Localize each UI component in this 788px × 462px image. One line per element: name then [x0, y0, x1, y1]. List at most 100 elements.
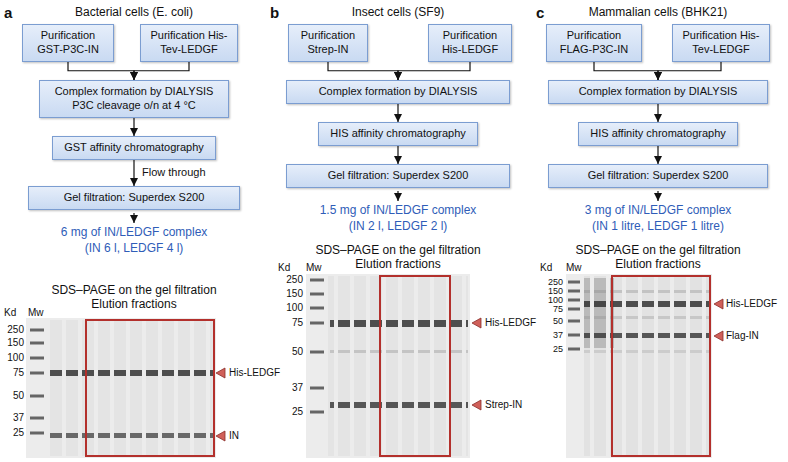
marker-size: 75: [553, 305, 563, 314]
box-text: Complex formation by DIALYSIS: [293, 85, 503, 99]
flow-arrow: [594, 62, 658, 81]
marker-size: 100: [548, 296, 563, 305]
process-box: GST affinity chromatography: [52, 136, 216, 160]
box-text: Purification Strep-IN: [295, 29, 361, 57]
flow-arrow: [658, 62, 721, 81]
box-text: Purification His-LEDGF: [435, 29, 505, 57]
process-box: HIS affinity chromatography: [578, 122, 738, 146]
flow-arrow: [133, 160, 134, 186]
box-text: Gel filtration: Superdex S200: [555, 169, 761, 183]
gel-image: [306, 274, 481, 458]
flow-arrow: [398, 62, 470, 81]
selection-box: [612, 276, 710, 456]
process-box: Complex formation by DIALYSIS: [286, 80, 510, 104]
yield-text: (IN 6 l, LEDGF 4 l): [85, 242, 184, 254]
gel-title: Elution fractions: [355, 258, 440, 270]
lane-header: Mw: [28, 308, 44, 318]
panel-letter: a: [4, 5, 12, 20]
flow-arrow: [397, 104, 398, 122]
panel-letter: c: [536, 5, 544, 20]
gel-image: [26, 318, 225, 458]
marker-size: 25: [292, 407, 303, 417]
flow-arrow: [68, 62, 134, 81]
yield-arrow: [397, 191, 398, 201]
box-text: Purification GST-P3C-IN: [29, 29, 107, 57]
flow-arrow: [134, 62, 189, 81]
axis-unit: Kd: [540, 263, 552, 273]
panel-heading: Insect cells (SF9): [352, 6, 445, 18]
flow-arrow: [133, 118, 134, 137]
box-text: Purification His-Tev-LEDGF: [679, 29, 763, 57]
selection-box: [86, 320, 214, 456]
marker-size: 75: [292, 318, 303, 328]
flow-arrow: [397, 146, 398, 164]
flow-arrow: [328, 62, 398, 81]
yield-arrow: [657, 191, 658, 201]
box-text: HIS affinity chromatography: [325, 127, 471, 141]
lane-header: Mw: [306, 263, 322, 273]
marker-size: 25: [553, 345, 563, 354]
yield-text: 1.5 mg of IN/LEDGF complex: [320, 204, 477, 216]
band-arrowhead: [714, 299, 723, 309]
process-box: Purification His-LEDGF: [428, 24, 512, 62]
process-box: Complex formation by DIALYSIS P3C cleava…: [39, 80, 229, 118]
gel-title: SDS–PAGE on the gel filtration: [575, 244, 740, 256]
marker-size: 250: [286, 275, 303, 285]
marker-size: 50: [553, 317, 563, 326]
gel-image: [566, 274, 723, 458]
process-box: Purification Strep-IN: [288, 24, 368, 62]
gel-title: Elution fractions: [615, 258, 700, 270]
band-arrowhead: [472, 400, 481, 410]
marker-size: 37: [292, 383, 303, 393]
marker-size: 37: [553, 331, 563, 340]
marker-size: 25: [13, 428, 24, 438]
marker-size: 150: [548, 287, 563, 296]
marker-size: 250: [7, 325, 24, 335]
process-box: Purification GST-P3C-IN: [22, 24, 114, 62]
panel-letter: b: [270, 5, 279, 20]
band-arrowhead: [216, 368, 225, 378]
marker-size: 250: [548, 278, 563, 287]
yield-text: (IN 1 litre, LEDGF 1 litre): [592, 220, 724, 232]
axis-unit: Kd: [278, 263, 290, 273]
process-box: Gel filtration: Superdex S200: [286, 164, 510, 188]
yield-text: (IN 2 l, LEDGF 2 l): [349, 220, 448, 232]
band-label: His-LEDGF: [726, 299, 777, 309]
band-label: Flag-IN: [726, 331, 759, 341]
gel-title: SDS–PAGE on the gel filtration: [315, 244, 480, 256]
panel-heading: Bacterial cells (E. coli): [75, 6, 193, 18]
process-box: Gel filtration: Superdex S200: [28, 186, 240, 210]
box-text: Complex formation by DIALYSIS P3C cleava…: [46, 85, 222, 113]
band-label: Strep-IN: [485, 400, 522, 410]
process-box: HIS affinity chromatography: [318, 122, 478, 146]
marker-size: 100: [286, 303, 303, 313]
box-text: Gel filtration: Superdex S200: [35, 191, 233, 205]
flow-arrow: [657, 104, 658, 122]
process-box: Gel filtration: Superdex S200: [548, 164, 768, 188]
band-arrowhead: [714, 331, 723, 341]
flow-arrow: [657, 146, 658, 164]
band-label: His-LEDGF: [485, 318, 536, 328]
box-text: Purification FLAG-P3C-IN: [553, 29, 635, 57]
yield-text: 3 mg of IN/LEDGF complex: [585, 204, 732, 216]
process-box: Purification His-Tev-LEDGF: [672, 24, 770, 62]
marker-size: 50: [292, 347, 303, 357]
marker-size: 150: [7, 338, 24, 348]
box-text: Complex formation by DIALYSIS: [555, 85, 761, 99]
yield-arrow: [133, 213, 134, 223]
band-arrowhead: [216, 431, 225, 441]
marker-size: 50: [13, 391, 24, 401]
marker-size: 75: [13, 368, 24, 378]
process-box: Purification FLAG-P3C-IN: [546, 24, 642, 62]
box-text: GST affinity chromatography: [59, 141, 209, 155]
marker-size: 100: [7, 353, 24, 363]
panel-heading: Mammalian cells (BHK21): [589, 6, 728, 18]
box-text: Gel filtration: Superdex S200: [293, 169, 503, 183]
marker-size: 37: [13, 413, 24, 423]
process-box: Purification His-Tev-LEDGF: [140, 24, 238, 62]
box-text: HIS affinity chromatography: [585, 127, 731, 141]
yield-text: 6 mg of IN/LEDGF complex: [61, 226, 208, 238]
gel-title: Elution fractions: [91, 298, 176, 310]
band-label: His-LEDGF: [229, 368, 280, 378]
